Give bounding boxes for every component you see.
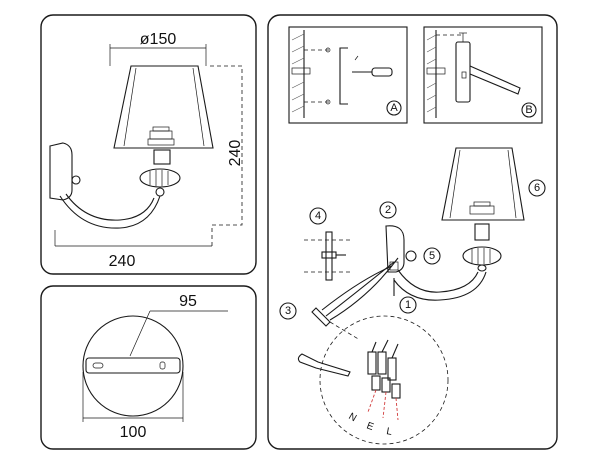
panel-bracket: 95 100 <box>40 285 257 450</box>
assembled-shade <box>441 147 525 221</box>
label-2-circle <box>379 201 397 219</box>
label-5: 5 <box>429 250 435 262</box>
label-3-circle <box>279 302 297 320</box>
wire-label-e: E <box>365 420 375 433</box>
wire-earth <box>382 391 387 419</box>
assembled-lamp <box>393 147 525 301</box>
label-a-circle <box>386 100 402 116</box>
lamp-socket <box>153 149 171 165</box>
terminal-block <box>367 351 377 375</box>
step-b-frame <box>423 26 543 124</box>
wall-plate-install: 2 1 5 6 <box>379 179 546 314</box>
decorative-bulb <box>139 168 181 188</box>
lamp-arm <box>59 195 161 229</box>
dim-height: 240 <box>227 140 244 167</box>
step-a-frame <box>288 26 408 124</box>
bracket-strip <box>325 231 333 281</box>
wire-live <box>395 397 399 421</box>
wall-plate <box>49 142 73 201</box>
label-a: A <box>390 102 398 114</box>
lamp-shade <box>113 65 214 149</box>
panel-frame-installation <box>267 14 558 450</box>
panel-frame-dimensions <box>40 14 257 275</box>
label-1-circle <box>399 296 417 314</box>
wall-plate-canopy <box>385 225 405 273</box>
bracket-screws: 4 <box>304 207 352 281</box>
label-3: 3 <box>285 305 291 317</box>
label-4-circle <box>309 207 327 225</box>
panel-dimensions: ø150 240 240 <box>40 14 257 275</box>
step-b-mounting: B <box>423 26 543 124</box>
terminal-detail: N E L <box>297 315 449 445</box>
detail-circle <box>319 315 449 445</box>
label-b-circle <box>521 102 537 118</box>
label-4: 4 <box>315 210 321 222</box>
wire-label-l: L <box>385 426 393 438</box>
dim-bracket-inner: 95 <box>179 293 197 310</box>
wire-neutral <box>367 389 377 413</box>
mounting-bar <box>85 357 181 374</box>
connector-plug <box>311 307 331 327</box>
dim-shade-diameter: ø150 <box>140 31 177 48</box>
wire-label-n: N <box>347 411 359 424</box>
dim-bracket-outer: 100 <box>120 424 147 441</box>
label-1: 1 <box>405 299 411 311</box>
label-5-circle <box>423 247 441 265</box>
panel-frame-bracket <box>40 285 257 450</box>
label-6: 6 <box>534 182 540 194</box>
panel-installation: A B <box>267 14 558 450</box>
detail-screwdriver <box>297 353 351 377</box>
round-base <box>82 315 184 417</box>
dim-width: 240 <box>109 253 136 270</box>
label-b: B <box>525 104 532 116</box>
label-2: 2 <box>385 204 391 216</box>
wiring: 3 <box>279 257 399 327</box>
step-a-drilling: A <box>288 26 408 124</box>
label-6-circle <box>528 179 546 197</box>
